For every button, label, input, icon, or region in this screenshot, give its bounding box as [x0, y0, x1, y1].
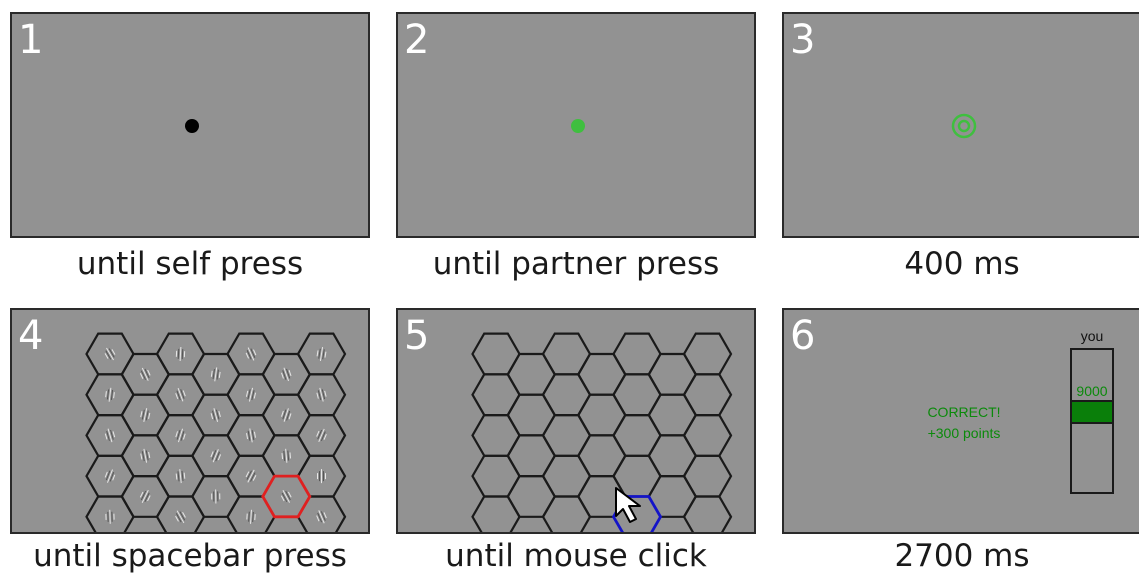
gabor-patch: [246, 509, 256, 524]
feedback-text: CORRECT! +300 points: [889, 402, 1039, 444]
panel-2-caption: until partner press: [432, 246, 720, 282]
panel-3-caption: 400 ms: [904, 246, 1020, 282]
gabor-patch: [175, 346, 186, 362]
gabor-patch: [175, 428, 186, 443]
panel-6: 6 CORRECT! +300 points you 9000: [782, 308, 1139, 534]
gabor-patch: [140, 408, 151, 423]
panel-number: 3: [790, 17, 816, 63]
panel-number: 1: [18, 17, 44, 63]
gabor-patch: [316, 428, 327, 443]
gabor-patch: [139, 367, 151, 381]
panel-5-caption: until mouse click: [445, 538, 707, 574]
gabor-patch: [104, 347, 116, 361]
hexagon-cell[interactable]: [682, 495, 733, 533]
gabor-patch: [246, 428, 256, 443]
panel-5: 5: [396, 308, 756, 534]
gabor-patch: [281, 367, 292, 382]
score-meter: [1070, 348, 1114, 494]
gabor-patch: [104, 469, 116, 483]
gabor-patch: [280, 490, 292, 503]
selected-hexagon[interactable]: [611, 495, 663, 533]
gabor-patch: [245, 469, 257, 483]
gabor-patch: [175, 510, 186, 524]
gabor-patch: [140, 448, 151, 463]
panel-2: 2: [396, 12, 756, 238]
panel-6-caption: 2700 ms: [894, 538, 1030, 574]
gabor-patch: [210, 408, 221, 422]
hexagon-cell[interactable]: [155, 495, 206, 533]
gabor-patch: [317, 469, 326, 484]
cursor-layer: [615, 487, 641, 523]
partner-dot: [571, 119, 585, 133]
hexagon-grid[interactable]: [398, 310, 754, 532]
gabor-patch: [245, 387, 257, 402]
hexagon-grid[interactable]: [12, 310, 368, 532]
gabor-patch: [139, 489, 151, 503]
gabor-patch: [245, 347, 257, 361]
gabor-patch: [211, 489, 221, 504]
gabor-patch: [175, 387, 186, 402]
gabor-patch: [316, 510, 327, 524]
hexagon-cell[interactable]: [296, 495, 347, 533]
gabor-patch: [316, 347, 327, 361]
gabor-patch: [104, 428, 116, 443]
panel-3: 3: [782, 12, 1139, 238]
gabor-patch: [210, 367, 221, 382]
ring-layer: [951, 113, 977, 139]
score-meter-label: you: [1080, 328, 1104, 344]
feedback-line-2: +300 points: [927, 425, 1001, 441]
fixation-layer: [185, 119, 199, 133]
gabor-patch: [281, 448, 291, 463]
feedback-line-1: CORRECT!: [927, 404, 1001, 420]
panel-number: 6: [790, 313, 816, 359]
selected-hexagon[interactable]: [261, 474, 312, 519]
mouse-cursor-icon: [615, 487, 641, 523]
fixation-dot: [185, 119, 199, 133]
ring-center-dot: [957, 119, 971, 133]
score-meter-fill: [1072, 400, 1112, 424]
gabor-patch: [105, 387, 115, 402]
panel-number: 2: [404, 17, 430, 63]
gabor-patch: [281, 408, 292, 422]
panel-number: 4: [18, 313, 44, 359]
panel-4: 4: [10, 308, 370, 534]
partner-layer: [571, 119, 585, 133]
panel-1-caption: until self press: [76, 246, 304, 282]
score-meter-value: 9000: [1076, 383, 1108, 399]
gabor-patch: [210, 449, 222, 463]
gabor-patch: [316, 387, 327, 402]
gabor-patch: [175, 469, 186, 484]
panel-1: 1: [10, 12, 370, 238]
ring-cue: [951, 113, 977, 139]
panel-number: 5: [404, 313, 430, 359]
panel-4-caption: until spacebar press: [33, 538, 347, 574]
gabor-patch: [105, 509, 115, 524]
